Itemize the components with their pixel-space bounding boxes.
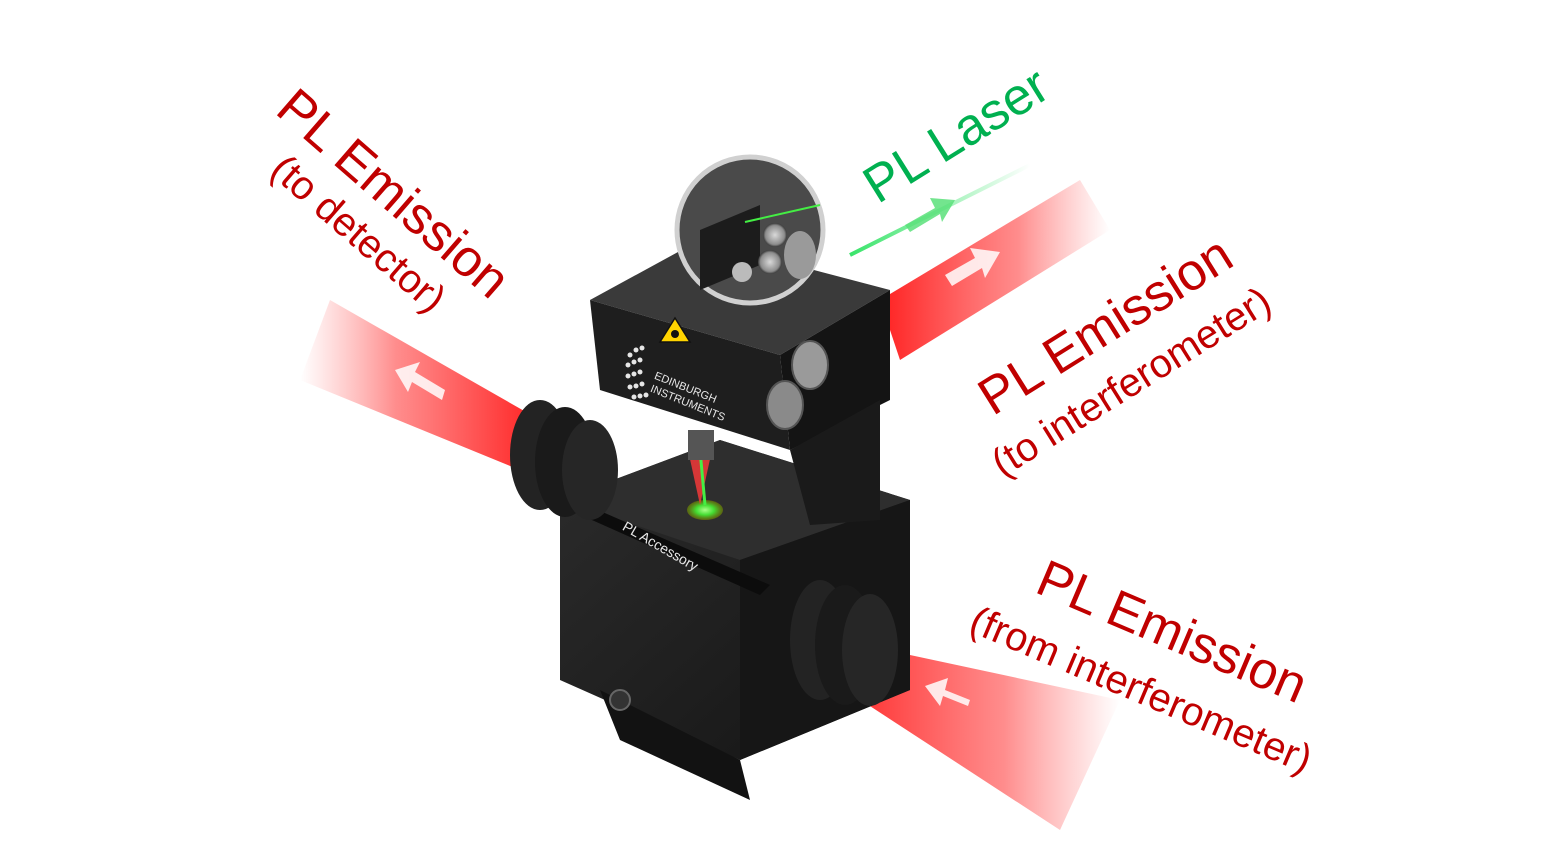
magnified-inset: [674, 154, 826, 306]
bellows-right: [790, 580, 898, 706]
arrow-left-icon: [395, 362, 445, 400]
knob-icon: [766, 380, 804, 430]
beam-to-interferometer: [880, 180, 1110, 360]
laser-spot: [687, 500, 723, 520]
knob-icon: [791, 340, 829, 390]
arrow-down-left-icon: [905, 198, 955, 232]
screw-icon: [609, 689, 631, 711]
edinburgh-logo-icon: [625, 345, 649, 400]
laser-beam: [849, 163, 1031, 257]
bellows-left: [510, 400, 618, 520]
arrow-left-icon: [925, 678, 970, 706]
beam-to-detector: [300, 300, 540, 470]
arrow-right-icon: [945, 248, 1000, 286]
